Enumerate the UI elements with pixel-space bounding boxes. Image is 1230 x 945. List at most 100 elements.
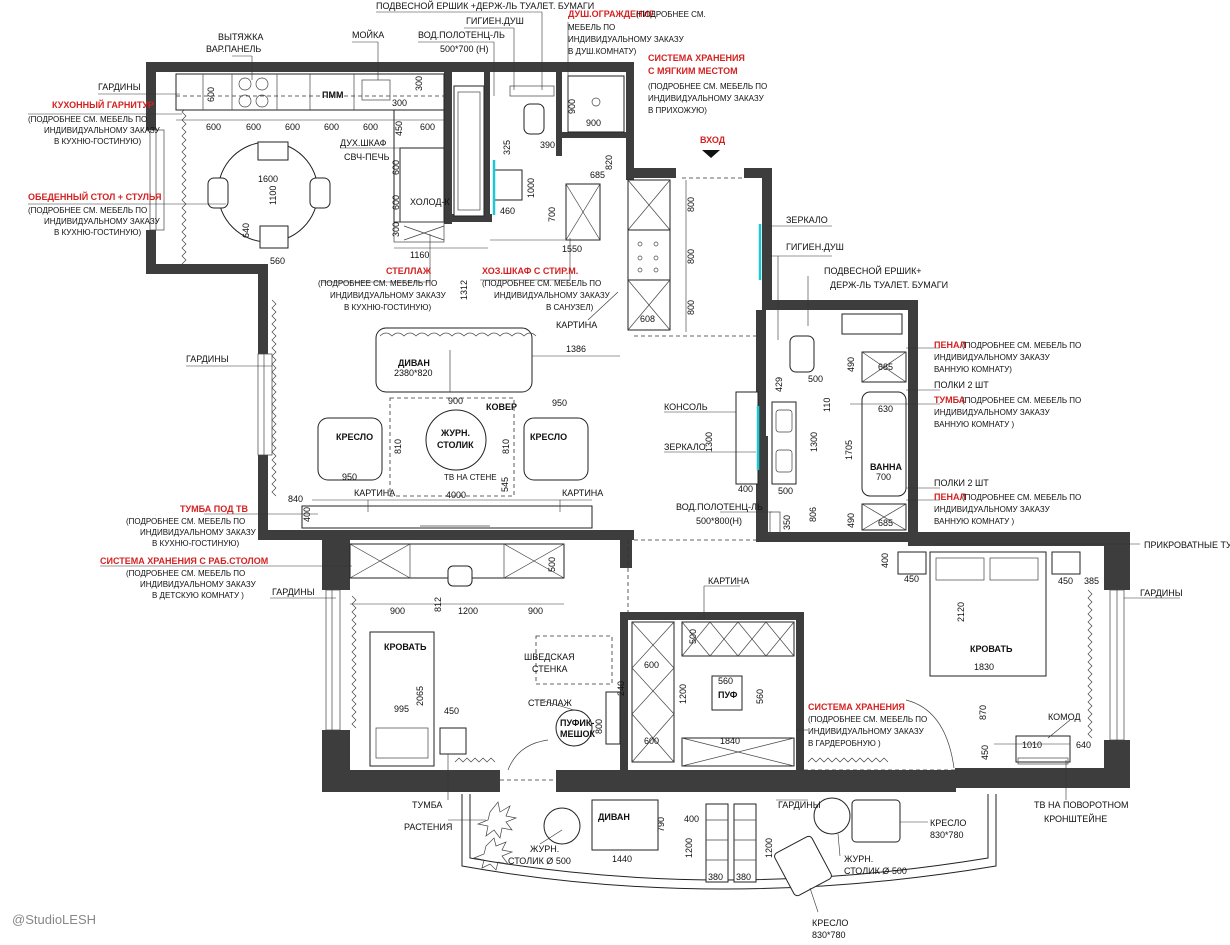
shower-dims: 325 390 820 685 1000 460 700 1550 900 90… <box>490 99 614 254</box>
bedroom-dims: 400 450 450 385 870 450 1010 640 <box>880 553 1099 760</box>
bathtub <box>861 391 907 497</box>
bedroom: КРОВАТЬ 1830 2120 <box>897 551 1081 769</box>
dim-w630: 630 <box>878 404 893 414</box>
dim-545: 545 <box>500 477 510 492</box>
window-kids <box>325 589 341 731</box>
curtain-kitchen <box>181 79 187 265</box>
label-hood-2: ВАР.ПАНЕЛЬ <box>206 44 261 54</box>
dim-g600b: 600 <box>644 736 659 746</box>
toilet-2 <box>789 335 815 373</box>
label-armchair2-2: 830*780 <box>812 930 846 940</box>
label-coffee-1: ЖУРН. <box>530 844 559 854</box>
bed-length: 2120 <box>956 602 966 622</box>
label-hood-1: ВЫТЯЖКА <box>218 32 263 42</box>
label-brush2-1: ПОДВЕСНОЙ ЕРШИК+ <box>824 265 922 276</box>
armchair-right-label: КРЕСЛО <box>530 432 567 442</box>
pencil1-note-2: ИНДИВИДУАЛЬНОМУ ЗАКАЗУ <box>934 353 1051 362</box>
curtain-kids <box>351 595 357 729</box>
label-storage-soft-2: С МЯГКИМ МЕСТОМ <box>648 66 738 76</box>
pencil2-note-2: ИНДИВИДУАЛЬНОМУ ЗАКАЗУ <box>934 505 1051 514</box>
bathtub-inner <box>457 91 481 211</box>
balcony-armchair-2 <box>774 835 832 897</box>
vanity-note-1: (ПОДРОБНЕЕ СМ. МЕБЕЛЬ ПО <box>962 396 1081 405</box>
balcony-sofa-label: ДИВАН <box>598 812 630 822</box>
label-armchair1-2: 830*780 <box>930 830 964 840</box>
label-storage-wardrobe: СИСТЕМА ХРАНЕНИЯ <box>808 702 905 712</box>
label-dining: ОБЕДЕННЫЙ СТОЛ + СТУЛЬЯ <box>28 191 162 202</box>
kids-room: КРОВАТЬ ПУФИК- МЕШОК ШВЕДСКАЯ СТЕНКА СТЕ… <box>349 543 621 771</box>
dim-600c: 600 <box>285 122 300 132</box>
shelving-unit <box>393 221 445 243</box>
armchair-left-label: КРЕСЛО <box>336 432 373 442</box>
bathroom-right: ВАННА 700 <box>769 313 907 535</box>
pillow-1 <box>935 557 985 581</box>
label-pencil-2: ПЕНАЛ <box>934 492 966 502</box>
label-picture-left: КАРТИНА <box>354 488 395 498</box>
annotations: ГАРДИНЫ КУХОННЫЙ ГАРНИТУР (ПОДРОБНЕЕ СМ.… <box>28 0 1230 940</box>
dim-600v3: 600 <box>391 195 401 210</box>
wall-wardrobe-right <box>796 612 804 772</box>
dim-p1440: 1440 <box>612 854 632 864</box>
storage-wardrobe-note-2: ИНДИВИДУАЛЬНОМУ ЗАКАЗУ <box>808 727 925 736</box>
wall-left-upper <box>146 62 156 130</box>
storage-wardrobe-note-3: В ГАРДЕРОБНУЮ ) <box>808 739 881 748</box>
dim-1312: 1312 <box>459 280 469 300</box>
dim-1000: 1000 <box>526 178 536 198</box>
bed-width: 1830 <box>974 662 994 672</box>
dim-600b: 600 <box>246 122 261 132</box>
dim-c900: 900 <box>390 606 405 616</box>
tv-note-3: В КУХНЮ-ГОСТИНУЮ) <box>152 539 239 548</box>
hall-dims: 800 800 800 608 1300 400 <box>640 180 753 494</box>
kitchen-note-2: ИНДИВИДУАЛЬНОМУ ЗАКАЗУ <box>44 126 161 135</box>
wall-hall-right <box>762 168 772 308</box>
dim-w1300b: 1300 <box>809 432 819 452</box>
dim-w500: 500 <box>808 374 823 384</box>
fridge <box>399 147 445 223</box>
kitchen-note-1: (ПОДРОБНЕЕ СМ. МЕБЕЛЬ ПО <box>28 115 147 124</box>
label-armchair1-1: КРЕСЛО <box>930 818 966 828</box>
dim-900: 900 <box>448 396 463 406</box>
dim-700: 700 <box>547 207 557 222</box>
label-towel2-1: ВОД.ПОЛОТЕНЦ-ЛЬ <box>676 502 763 512</box>
label-sink: МОЙКА <box>352 29 384 40</box>
bedroom-door-swing <box>905 699 955 769</box>
entrance-arrow <box>702 150 720 158</box>
kids-door-swing <box>507 739 549 771</box>
dim-p400: 400 <box>684 814 699 824</box>
label-shelving: СТЕЛЛАЖ <box>386 266 432 276</box>
armchair-left <box>317 417 383 481</box>
dim-300: 300 <box>414 76 424 91</box>
rug-label: КОВЕР <box>486 402 517 412</box>
dim-300v: 300 <box>391 222 401 237</box>
label-curtains-kitchen: ГАРДИНЫ <box>98 82 141 92</box>
pencil2-note-3: ВАННУЮ КОМНАТУ ) <box>934 517 1014 526</box>
dim-r450c: 450 <box>980 745 990 760</box>
dim-1160: 1160 <box>410 250 429 260</box>
dim-325: 325 <box>502 140 512 155</box>
rug <box>389 397 515 497</box>
fridge-label: ХОЛОД-К <box>410 197 450 207</box>
label-dresser: КОМОД <box>1048 712 1081 722</box>
label-picture-3: КАРТИНА <box>708 576 749 586</box>
shelving-note-2: ИНДИВИДУАЛЬНОМУ ЗАКАЗУ <box>330 291 447 300</box>
wall-living-bottom <box>258 530 634 540</box>
washbasin <box>493 169 523 201</box>
wall-balcony-main <box>556 770 956 792</box>
pouf <box>711 675 743 711</box>
dim-r450b: 450 <box>1058 576 1073 586</box>
wall-bath-right <box>908 300 918 540</box>
dim-1386: 1386 <box>566 344 586 354</box>
vanity-sink-2 <box>775 449 793 473</box>
dim-r870: 870 <box>978 705 988 720</box>
leader-lines <box>28 11 1180 913</box>
dim-w400: 400 <box>738 484 753 494</box>
label-armchair2-1: КРЕСЛО <box>812 918 848 928</box>
pillow-2 <box>989 557 1039 581</box>
wall-bedroom-bottom <box>955 768 1130 788</box>
window-living <box>257 353 273 456</box>
bed-label: КРОВАТЬ <box>970 644 1013 654</box>
wall-shower-bottom <box>562 132 626 138</box>
wall-wardrobe-top <box>626 612 796 620</box>
walls <box>146 62 1130 792</box>
label-hyg-shower: ГИГИЕН.ДУШ <box>466 16 524 26</box>
